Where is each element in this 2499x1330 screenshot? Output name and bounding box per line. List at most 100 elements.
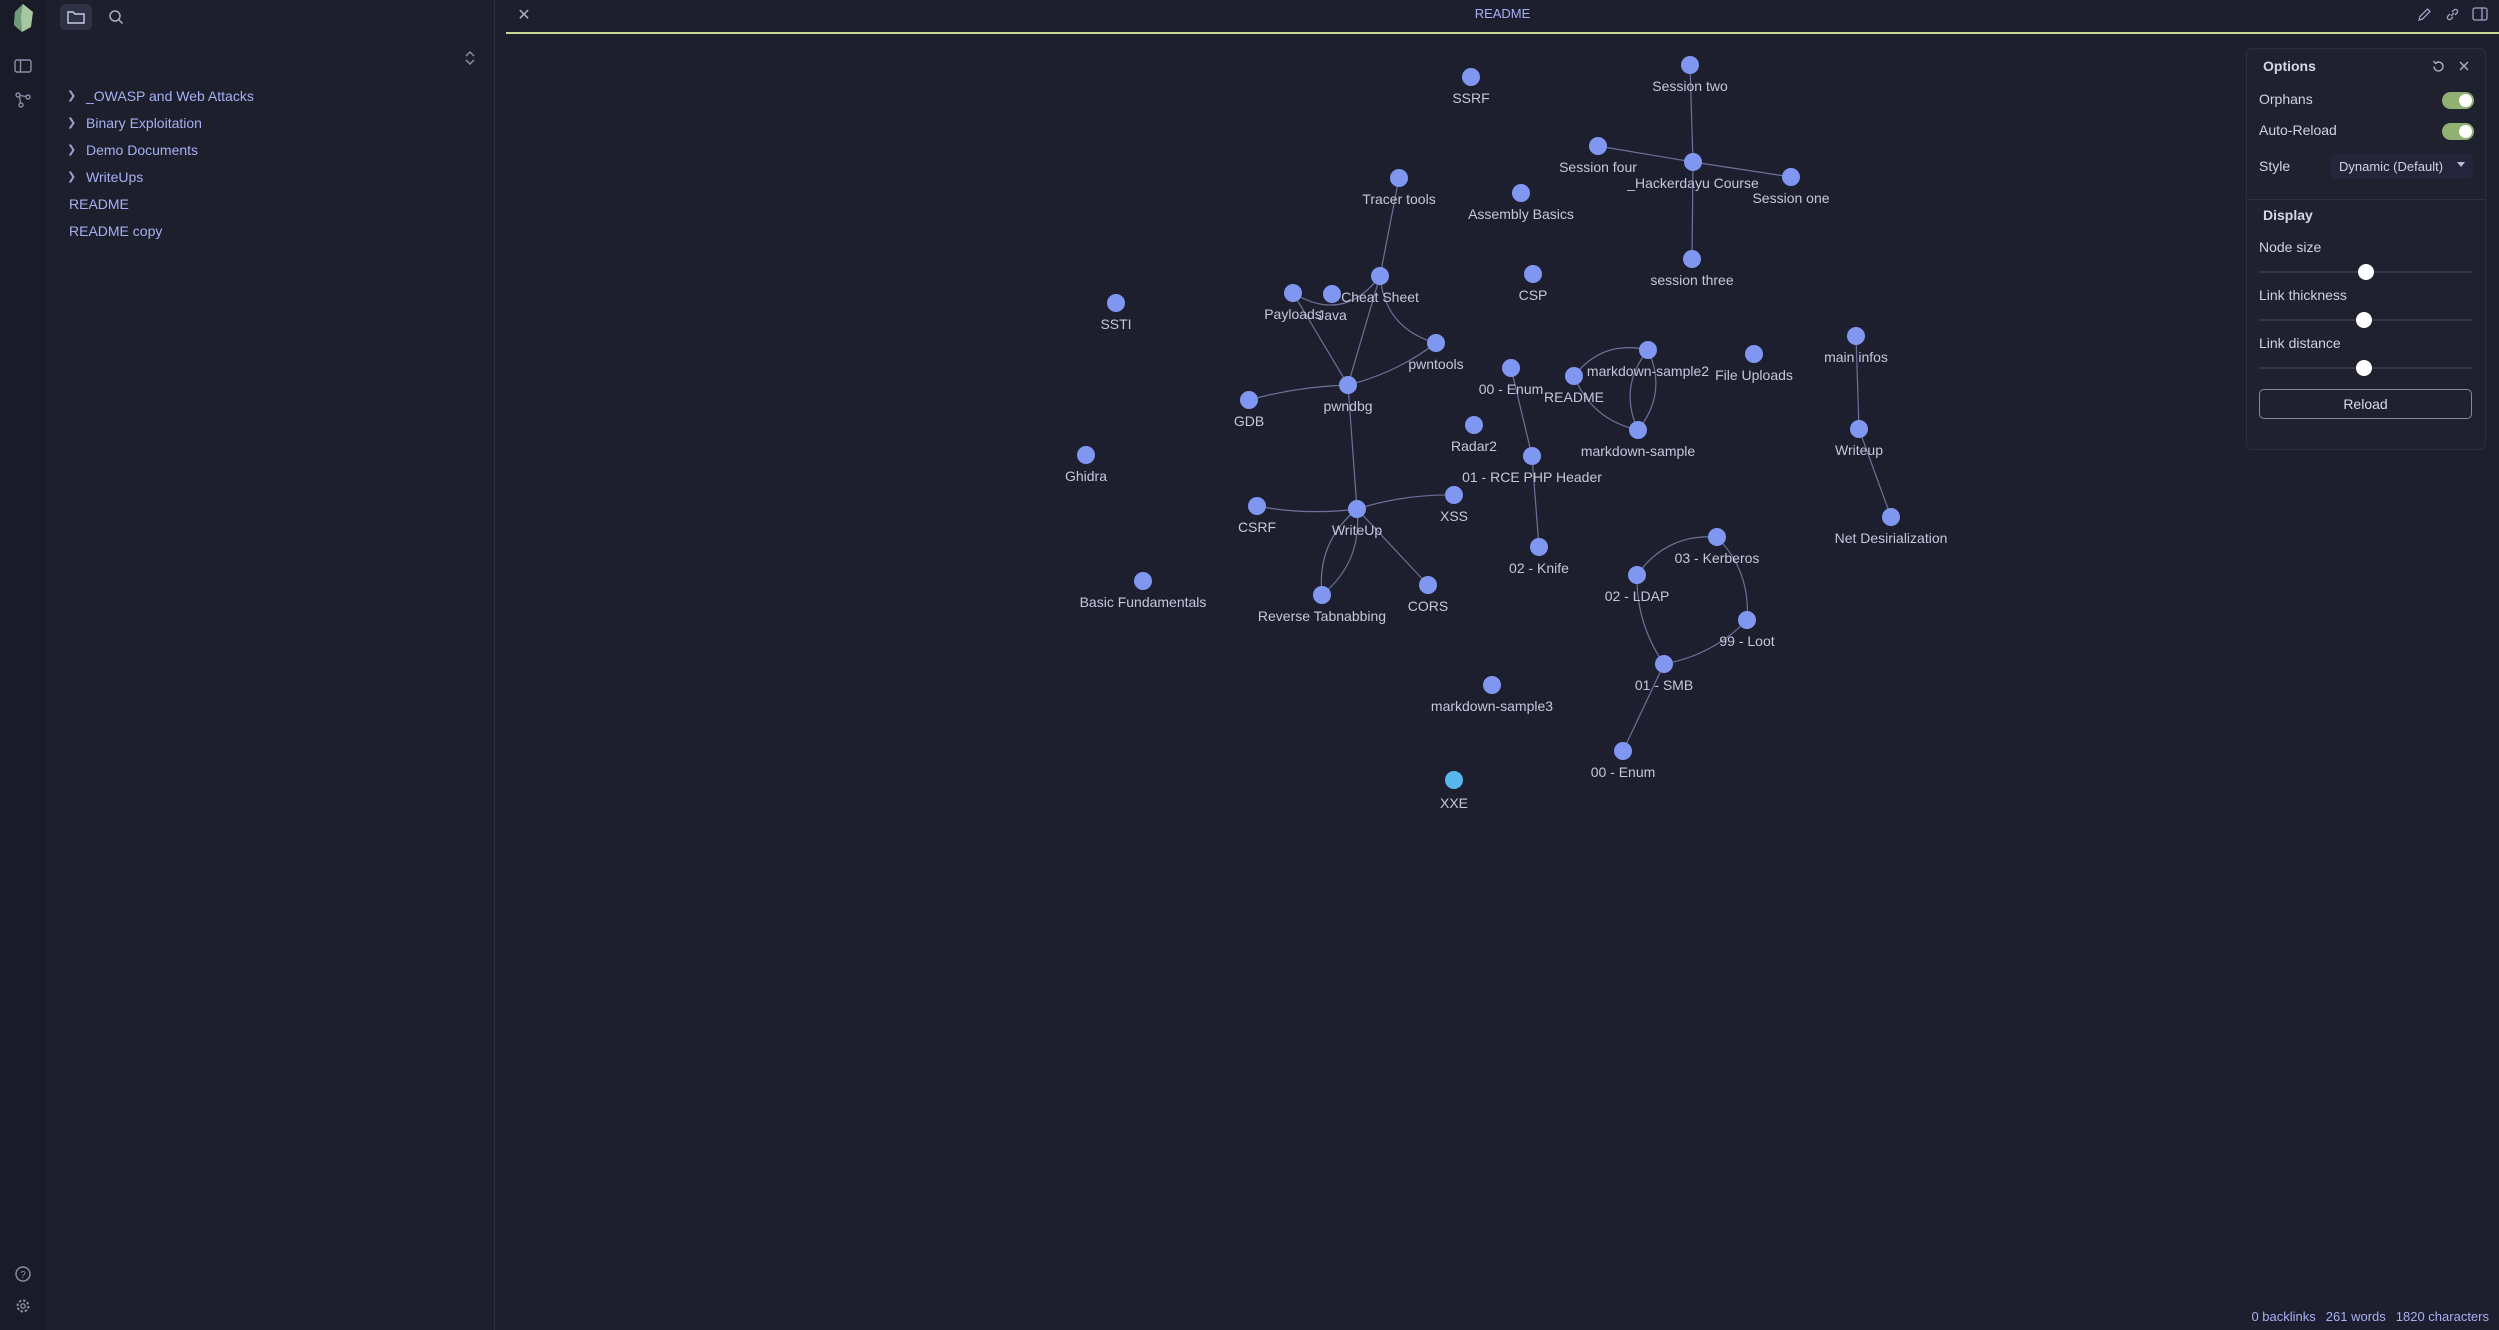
graph-node-label: Session two bbox=[1652, 78, 1728, 94]
graph-node-asm[interactable] bbox=[1512, 184, 1530, 202]
tree-folder-binary-exploitation[interactable]: ❯Binary Exploitation bbox=[60, 109, 480, 136]
graph-node-enum00b[interactable] bbox=[1614, 742, 1632, 760]
tree-file-readme[interactable]: README bbox=[60, 190, 480, 217]
graph-node-ldap[interactable] bbox=[1628, 566, 1646, 584]
right-sidebar-toggle-icon[interactable] bbox=[2469, 3, 2491, 25]
restore-defaults-icon[interactable] bbox=[2427, 55, 2449, 77]
node-size-slider[interactable] bbox=[2259, 262, 2473, 282]
view-header: ✕ README bbox=[506, 0, 2499, 30]
graph-node-xss[interactable] bbox=[1445, 486, 1463, 504]
graph-node-enum00a[interactable] bbox=[1502, 359, 1520, 377]
slider-thumb[interactable] bbox=[2358, 264, 2374, 280]
help-icon[interactable]: ? bbox=[11, 1262, 35, 1286]
graph-node-writeup[interactable] bbox=[1348, 500, 1366, 518]
slider-thumb[interactable] bbox=[2356, 312, 2372, 328]
search-icon[interactable] bbox=[100, 4, 132, 30]
link-thickness-slider[interactable] bbox=[2259, 310, 2473, 330]
tree-file-readme-copy[interactable]: README copy bbox=[60, 217, 480, 244]
options-heading: Options bbox=[2263, 58, 2316, 74]
graph-node-md1[interactable] bbox=[1629, 421, 1647, 439]
link-icon[interactable] bbox=[2441, 3, 2463, 25]
graph-link-tracer-cheat bbox=[1379, 177, 1400, 277]
close-panel-icon[interactable] bbox=[2453, 55, 2475, 77]
graph-node-tracer[interactable] bbox=[1390, 169, 1408, 187]
sidebar-toggle-icon[interactable] bbox=[11, 54, 35, 78]
graph-node-session_three[interactable] bbox=[1683, 250, 1701, 268]
auto-reload-toggle[interactable] bbox=[2442, 123, 2474, 140]
graph-node-session_one[interactable] bbox=[1782, 168, 1800, 186]
graph-view-icon[interactable] bbox=[11, 88, 35, 112]
slider-thumb[interactable] bbox=[2356, 360, 2372, 376]
graph-node-ssrf[interactable] bbox=[1462, 68, 1480, 86]
graph-node-fileup[interactable] bbox=[1745, 345, 1763, 363]
graph-node-maininfos[interactable] bbox=[1847, 327, 1865, 345]
graph-node-label: pwntools bbox=[1408, 356, 1463, 372]
graph-node-revtab[interactable] bbox=[1313, 586, 1331, 604]
link-thickness-label: Link thickness bbox=[2259, 287, 2347, 303]
graph-node-xxe[interactable] bbox=[1445, 771, 1463, 789]
graph-node-label: 03 - Kerberos bbox=[1675, 550, 1760, 566]
graph-node-label: Ghidra bbox=[1065, 468, 1107, 484]
graph-node-readme[interactable] bbox=[1565, 367, 1583, 385]
graph-node-netdes[interactable] bbox=[1882, 508, 1900, 526]
graph-node-csp[interactable] bbox=[1524, 265, 1542, 283]
graph-node-cors[interactable] bbox=[1419, 576, 1437, 594]
graph-link-writeup-csrf bbox=[1256, 505, 1358, 513]
graph-node-basic[interactable] bbox=[1134, 572, 1152, 590]
graph-node-kerberos[interactable] bbox=[1708, 528, 1726, 546]
graph-node-csrf[interactable] bbox=[1248, 497, 1266, 515]
ribbon: ? bbox=[0, 0, 47, 1330]
graph-node-gdb[interactable] bbox=[1240, 391, 1258, 409]
graph-node-md3[interactable] bbox=[1483, 676, 1501, 694]
graph-node-radar2[interactable] bbox=[1465, 416, 1483, 434]
graph-node-label: Assembly Basics bbox=[1468, 206, 1574, 222]
graph-node-cheat[interactable] bbox=[1371, 267, 1389, 285]
style-select-value: Dynamic (Default) bbox=[2339, 158, 2444, 174]
graph-node-pwntools[interactable] bbox=[1427, 334, 1445, 352]
graph-node-payloads[interactable] bbox=[1284, 284, 1302, 302]
graph-node-smb[interactable] bbox=[1655, 655, 1673, 673]
edit-pencil-icon[interactable] bbox=[2413, 3, 2435, 25]
chevron-right-icon: ❯ bbox=[67, 144, 77, 156]
graph-link-writeup-cors bbox=[1356, 508, 1429, 586]
graph-node-rce[interactable] bbox=[1523, 447, 1541, 465]
graph-node-knife[interactable] bbox=[1530, 538, 1548, 556]
orphans-toggle[interactable] bbox=[2442, 92, 2474, 109]
link-distance-label: Link distance bbox=[2259, 335, 2341, 351]
obsidian-logo-icon[interactable] bbox=[9, 3, 37, 33]
graph-link-session_four-hackerdayu bbox=[1597, 145, 1694, 163]
tree-folder-demo-documents[interactable]: ❯Demo Documents bbox=[60, 136, 480, 163]
graph-link-payloads-pwndbg bbox=[1292, 292, 1349, 386]
settings-gear-icon[interactable] bbox=[11, 1294, 35, 1318]
graph-node-label: Reverse Tabnabbing bbox=[1258, 608, 1386, 624]
tree-folder-writeups[interactable]: ❯WriteUps bbox=[60, 163, 480, 190]
graph-node-writeup2[interactable] bbox=[1850, 420, 1868, 438]
graph-node-label: markdown-sample3 bbox=[1431, 698, 1553, 714]
graph-node-hackerdayu[interactable] bbox=[1684, 153, 1702, 171]
graph-node-pwndbg[interactable] bbox=[1339, 376, 1357, 394]
close-tab-icon[interactable]: ✕ bbox=[517, 7, 531, 24]
graph-node-java[interactable] bbox=[1323, 285, 1341, 303]
graph-node-label: 02 - LDAP bbox=[1605, 588, 1670, 604]
backlinks-count[interactable]: 0 backlinks bbox=[2251, 1309, 2316, 1324]
view-title: README bbox=[1474, 6, 1531, 21]
tree-folder-owasp[interactable]: ❯_OWASP and Web Attacks bbox=[60, 82, 480, 109]
graph-node-ssti[interactable] bbox=[1107, 294, 1125, 312]
graph-node-session_two[interactable] bbox=[1681, 56, 1699, 74]
files-tab-folder-icon[interactable] bbox=[60, 4, 92, 30]
graph-link-smb-enum00b bbox=[1622, 663, 1665, 752]
graph-node-session_four[interactable] bbox=[1589, 137, 1607, 155]
reload-button[interactable]: Reload bbox=[2259, 389, 2472, 419]
collapse-all-chevrons-icon[interactable] bbox=[458, 46, 482, 70]
graph-node-ghidra[interactable] bbox=[1077, 446, 1095, 464]
graph-node-label: Writeup bbox=[1835, 442, 1883, 458]
graph-node-loot[interactable] bbox=[1738, 611, 1756, 629]
style-label: Style bbox=[2259, 158, 2291, 174]
style-select[interactable]: Dynamic (Default) bbox=[2331, 153, 2473, 179]
link-distance-slider[interactable] bbox=[2259, 358, 2473, 378]
graph-node-md2[interactable] bbox=[1639, 341, 1657, 359]
active-view-indicator bbox=[506, 32, 2499, 34]
tree-item-label: Binary Exploitation bbox=[86, 114, 202, 131]
graph-node-label: 99 - Loot bbox=[1719, 633, 1774, 649]
